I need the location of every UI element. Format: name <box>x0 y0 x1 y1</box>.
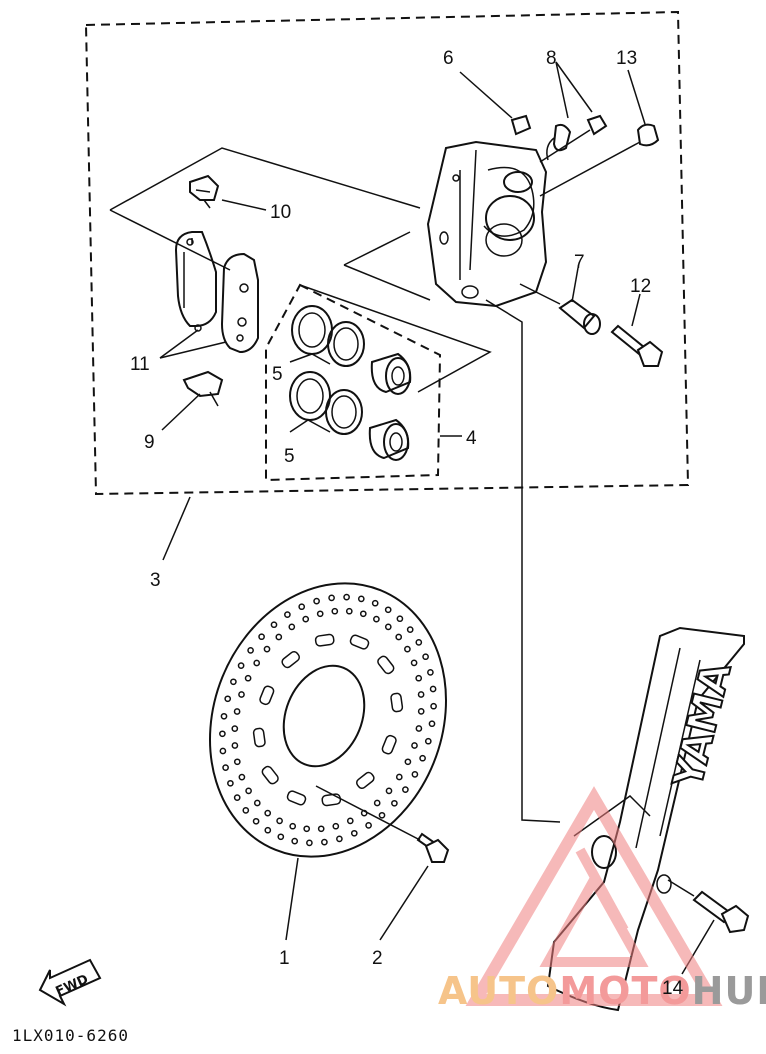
callout-line-1 <box>285 857 299 941</box>
callout-line-3 <box>162 496 191 561</box>
caliper-bolt-12 <box>610 293 664 367</box>
pad-spring-top <box>189 174 267 211</box>
fwd-label: FWD <box>54 972 91 1000</box>
watermark-triangle <box>465 786 723 1006</box>
bleed-cap <box>459 71 532 136</box>
disc-bolt <box>315 785 450 941</box>
brake-pad-left <box>174 231 217 332</box>
callout-12: 12 <box>630 276 651 297</box>
brake-disc <box>209 582 447 858</box>
callout-5b: 5 <box>284 446 295 467</box>
fork-bolt <box>667 879 750 975</box>
callout-6: 6 <box>443 48 454 69</box>
bleed-screw <box>539 61 608 163</box>
pad-spring-bottom <box>161 370 224 431</box>
callout-2: 2 <box>372 948 383 969</box>
callout-11: 11 <box>130 354 150 375</box>
drawing-code: 1LX010-6260 <box>12 1026 129 1045</box>
cap-13 <box>539 69 660 197</box>
piston-kit-outline <box>265 283 442 482</box>
watermark-text: AUTOMOTOHUB <box>438 969 766 1013</box>
callout-9: 9 <box>144 432 155 453</box>
callout-1: 1 <box>279 948 290 969</box>
callout-8: 8 <box>546 48 557 69</box>
callout-3: 3 <box>150 570 161 591</box>
callout-14: 14 <box>662 978 684 999</box>
callout-4: 4 <box>466 428 477 449</box>
caliper-assembly-outline <box>84 10 690 496</box>
callout-10: 10 <box>270 202 291 223</box>
piston-seals <box>289 305 365 435</box>
watermark-logo <box>465 786 723 1006</box>
pad-group-outline <box>109 147 421 211</box>
caliper-body <box>426 140 548 308</box>
mount-leader <box>485 299 561 823</box>
slide-pin <box>519 267 601 335</box>
callout-7: 7 <box>574 252 585 273</box>
brake-pad-right <box>220 252 259 354</box>
pistons <box>368 352 412 461</box>
callout-13: 13 <box>616 48 637 69</box>
fwd-arrow: FWD <box>38 958 102 1007</box>
callout-5a: 5 <box>272 364 283 385</box>
